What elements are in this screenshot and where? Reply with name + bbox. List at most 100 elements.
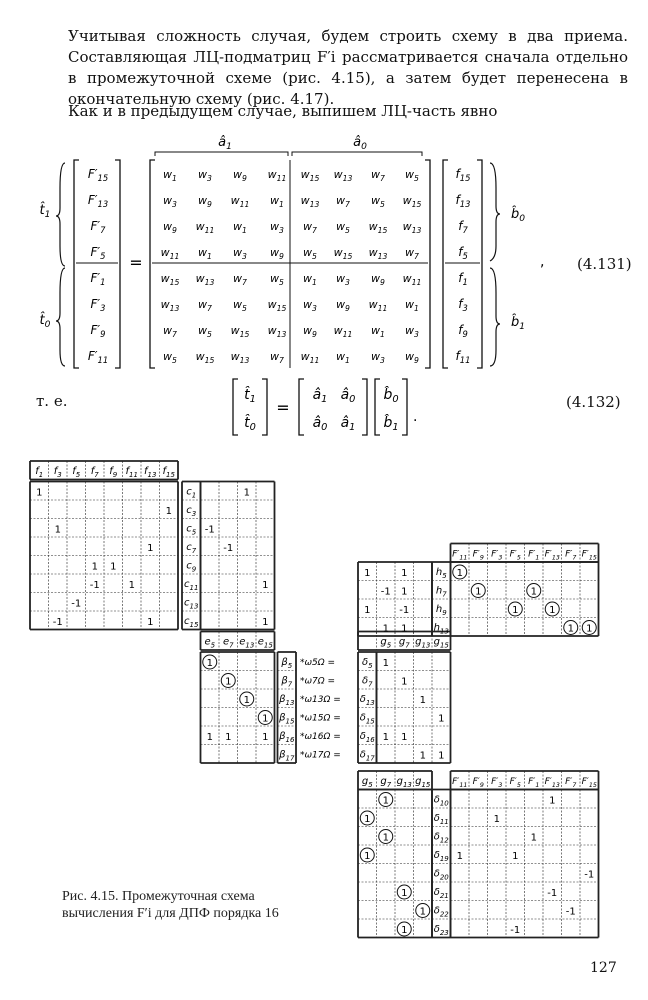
matrix-cell: w3 [336,272,350,287]
matrix-cell: w11 [369,298,388,313]
svg-text:,: , [540,254,544,270]
svg-text:-1: -1 [90,580,100,591]
header-F: F′9 [473,550,484,562]
svg-text:1: 1 [110,562,116,573]
svg-text:1: 1 [36,488,42,499]
svg-text:1: 1 [401,677,407,688]
matrix-cell: w3 [198,168,212,183]
header-e: e13 [239,637,254,650]
matrix-cell: w3 [270,220,284,235]
header-e: e7 [223,637,234,650]
matrix-cell: w3 [405,324,419,339]
svg-text:1: 1 [512,605,518,616]
header-g: g5 [380,637,391,650]
svg-text:1: 1 [244,488,250,499]
svg-text:1: 1 [364,814,370,825]
header-g: g7 [399,637,410,650]
matrix-cell: w1 [405,298,419,313]
header-F2: F′3 [491,777,502,789]
omega-label: *ω7Ω = [300,677,335,687]
svg-text:1: 1 [262,617,268,628]
matrix-cell: w7 [270,350,284,365]
svg-text:1: 1 [401,732,407,743]
matrix-cell: w11 [161,246,180,261]
header-f: f15 [163,466,176,479]
header-F: F′3 [491,550,502,562]
c-label: c3 [186,505,196,518]
header-F2: F′13 [545,777,560,789]
header-F2: F′9 [473,777,484,789]
matrix-cell: w11 [196,220,215,235]
matrix-cell: w1 [336,350,350,365]
eq132-m01: â0 [341,387,356,405]
svg-text:.: . [413,409,417,425]
svg-text:1: 1 [262,714,268,725]
matrix-cell: w7 [405,246,419,261]
header-e: e5 [204,637,215,650]
omega-label: *ω17Ω = [300,751,341,761]
matrix-cell: w15 [369,220,388,235]
matrix-cell: w13 [161,298,180,313]
lower-delta: δ19 [434,850,450,863]
matrix-cell: w7 [198,298,212,313]
equals-sign: = [129,253,142,272]
svg-text:1: 1 [364,851,370,862]
matrix-cell: w13 [268,324,287,339]
svg-text:=: = [276,398,289,417]
rhs-0: f15 [456,167,471,183]
svg-text:1: 1 [92,562,98,573]
header-f: f3 [54,466,62,479]
svg-text:1: 1 [438,714,444,725]
matrix-cell: w1 [371,324,385,339]
matrix-cell: w5 [336,220,350,235]
header-f: f7 [91,466,100,479]
header-F: F′5 [510,550,521,562]
lower-delta: δ21 [434,887,449,900]
svg-text:-1: -1 [566,907,576,918]
eq132-lhs-0: t̂1 [244,386,256,405]
matrix-cell: w7 [303,220,317,235]
matrix-cell: w5 [270,272,284,287]
matrix-cell: w5 [405,168,419,183]
matrix-cell: w11 [301,350,320,365]
svg-text:1: 1 [420,695,426,706]
svg-text:-1: -1 [510,925,520,936]
beta-label: β15 [278,713,295,726]
svg-text:1: 1 [457,568,463,579]
rhs-7: f11 [456,349,471,365]
header-F: F′13 [545,550,560,562]
svg-text:1: 1 [531,587,537,598]
svg-text:1: 1 [549,605,555,616]
matrix-cell: w15 [196,350,215,365]
lhs-0: F′15 [88,167,108,183]
header-g: g15 [434,637,450,650]
beta-label: β7 [280,676,292,689]
matrix-cell: w5 [303,246,317,261]
matrix-cell: w3 [303,298,317,313]
svg-text:1: 1 [401,568,407,579]
c-label: c7 [186,542,197,555]
header-F2: F′15 [582,777,597,789]
matrix-cell: w11 [231,194,250,209]
right-label-b0: b̂0 [511,207,525,224]
svg-text:1: 1 [364,568,370,579]
header-f: f9 [109,466,118,479]
matrix-cell: w15 [268,298,287,313]
header-g2: g7 [380,776,391,789]
matrix-cell: w15 [301,168,320,183]
svg-text:1: 1 [364,605,370,616]
delta-label: δ13 [360,694,375,707]
matrix-cell: w3 [163,194,177,209]
lhs-1: F′13 [88,193,108,209]
svg-text:1: 1 [225,732,231,743]
lhs-4: F′1 [91,271,106,287]
header-f: f11 [126,466,138,479]
page-number: 127 [590,960,617,976]
matrix-cell: w1 [233,220,247,235]
svg-text:1: 1 [262,580,268,591]
svg-text:-1: -1 [584,870,594,881]
h-label: h13 [434,623,449,636]
svg-text:1: 1 [147,617,153,628]
svg-text:1: 1 [262,732,268,743]
svg-text:1: 1 [438,751,444,762]
